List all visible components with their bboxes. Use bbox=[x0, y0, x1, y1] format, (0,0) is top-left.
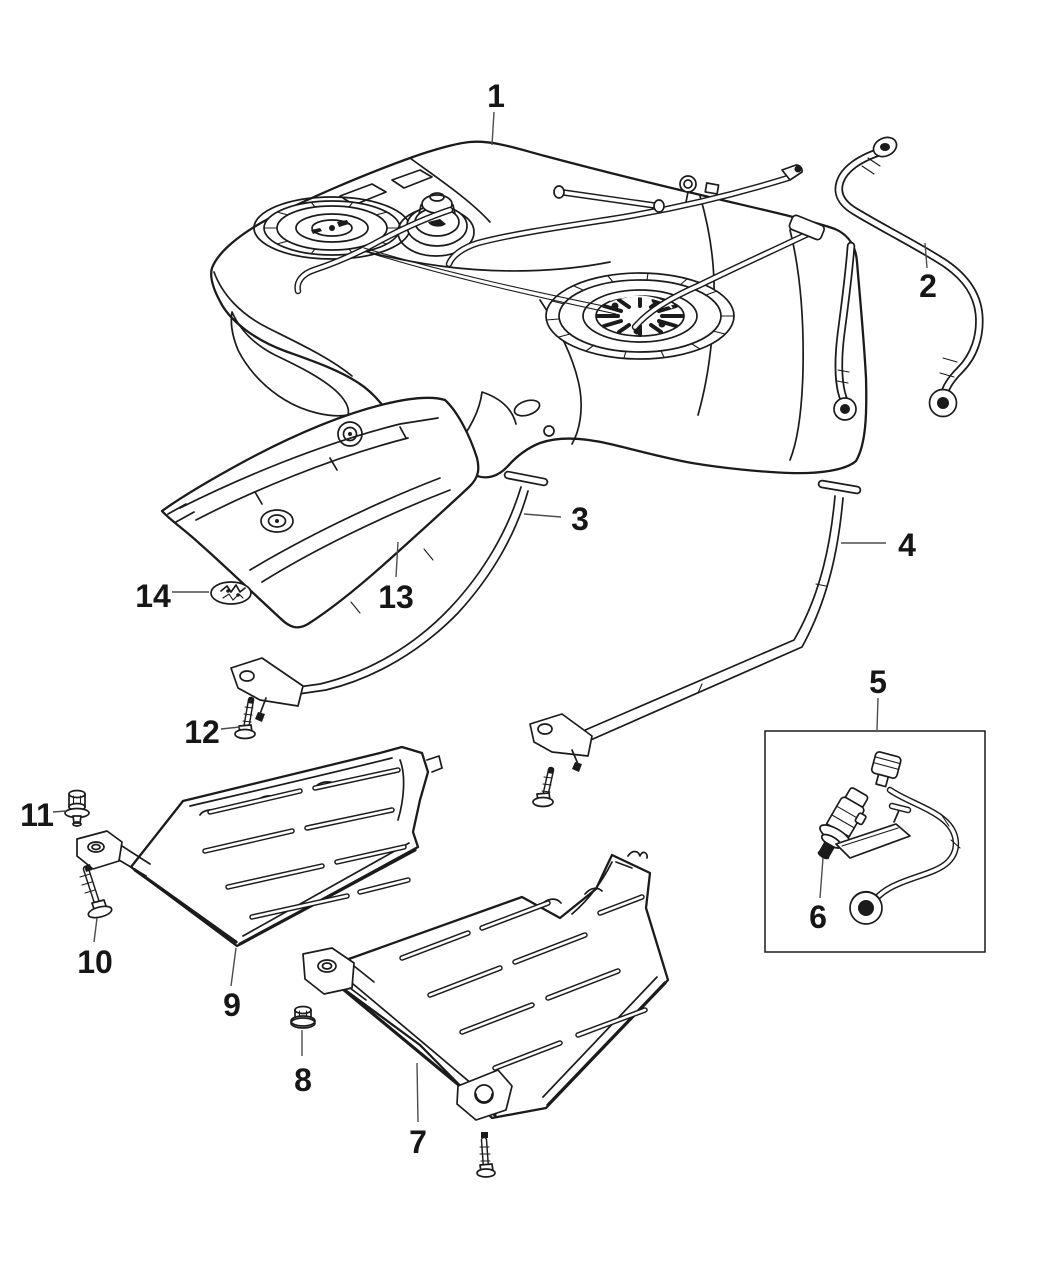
callout-7: 7 bbox=[409, 1062, 427, 1160]
bolt-10-drawing bbox=[79, 864, 113, 919]
callout-12: 12 bbox=[184, 714, 241, 750]
callout-3-label: 3 bbox=[571, 501, 589, 537]
nut-8-drawing bbox=[290, 1005, 316, 1029]
rivet-11-drawing bbox=[64, 789, 90, 827]
callout-8: 8 bbox=[294, 1030, 312, 1098]
callout-6-label: 6 bbox=[809, 899, 827, 935]
callout-5: 5 bbox=[869, 664, 887, 731]
callout-11: 11 bbox=[20, 797, 67, 833]
callout-4: 4 bbox=[841, 527, 916, 563]
callout-2-label: 2 bbox=[919, 268, 937, 304]
callout-7-leader bbox=[416, 1062, 419, 1123]
callout-10-label: 10 bbox=[77, 944, 113, 980]
callout-13: 13 bbox=[378, 541, 414, 615]
callout-3-leader bbox=[523, 513, 562, 518]
callout-10-leader bbox=[93, 917, 98, 943]
callout-1-leader bbox=[491, 111, 495, 146]
strap-bolt-drawing bbox=[532, 766, 555, 808]
tank-top-hoses bbox=[294, 164, 826, 331]
callout-8-label: 8 bbox=[294, 1062, 312, 1098]
callout-2-leader bbox=[924, 242, 928, 269]
callout-14: 14 bbox=[135, 578, 209, 614]
callout-13-label: 13 bbox=[378, 579, 414, 615]
callout-5-leader bbox=[876, 697, 879, 731]
callout-11-leader bbox=[52, 810, 67, 813]
skid-plate-front-slots bbox=[399, 894, 648, 1071]
callout-14-label: 14 bbox=[135, 578, 171, 614]
callout-6: 6 bbox=[809, 857, 827, 935]
fuel-tank-drawing bbox=[210, 140, 868, 479]
callout-4-label: 4 bbox=[898, 527, 916, 563]
heat-shield-drawing bbox=[160, 396, 480, 629]
skid-plate-rear-slots bbox=[202, 767, 411, 920]
callout-1: 1 bbox=[487, 78, 505, 146]
callouts: 1 2 3 4 5 6 7 8 bbox=[20, 78, 937, 1160]
callout-2: 2 bbox=[919, 242, 937, 304]
callout-10: 10 bbox=[77, 917, 113, 980]
vapor-valve-drawing bbox=[817, 751, 961, 925]
clip-drawing bbox=[210, 581, 252, 605]
callout-9-label: 9 bbox=[223, 987, 241, 1023]
bolt-under-plate-drawing bbox=[476, 1132, 496, 1178]
callout-12-leader bbox=[220, 726, 241, 730]
callout-13-leader bbox=[395, 541, 399, 578]
callout-7-label: 7 bbox=[409, 1124, 427, 1160]
right-pump-ring bbox=[545, 272, 735, 360]
tank-strap-right-drawing bbox=[529, 479, 862, 772]
callout-9: 9 bbox=[223, 947, 241, 1023]
callout-12-label: 12 bbox=[184, 714, 220, 750]
callout-6-leader bbox=[819, 857, 824, 899]
bolt-12-drawing bbox=[234, 696, 256, 740]
callout-3: 3 bbox=[523, 501, 589, 537]
callout-11-label: 11 bbox=[20, 797, 54, 833]
tank-strap-left-drawing bbox=[230, 470, 549, 722]
callout-5-label: 5 bbox=[869, 664, 887, 700]
callout-9-leader bbox=[230, 947, 237, 987]
filler-hose-drawing bbox=[833, 136, 984, 421]
kit-box-outline bbox=[764, 730, 986, 953]
skid-plate-rear-drawing bbox=[76, 745, 443, 948]
left-pump-ring bbox=[253, 196, 411, 260]
callout-1-label: 1 bbox=[487, 78, 505, 114]
skid-plate-front-drawing bbox=[302, 850, 670, 1121]
